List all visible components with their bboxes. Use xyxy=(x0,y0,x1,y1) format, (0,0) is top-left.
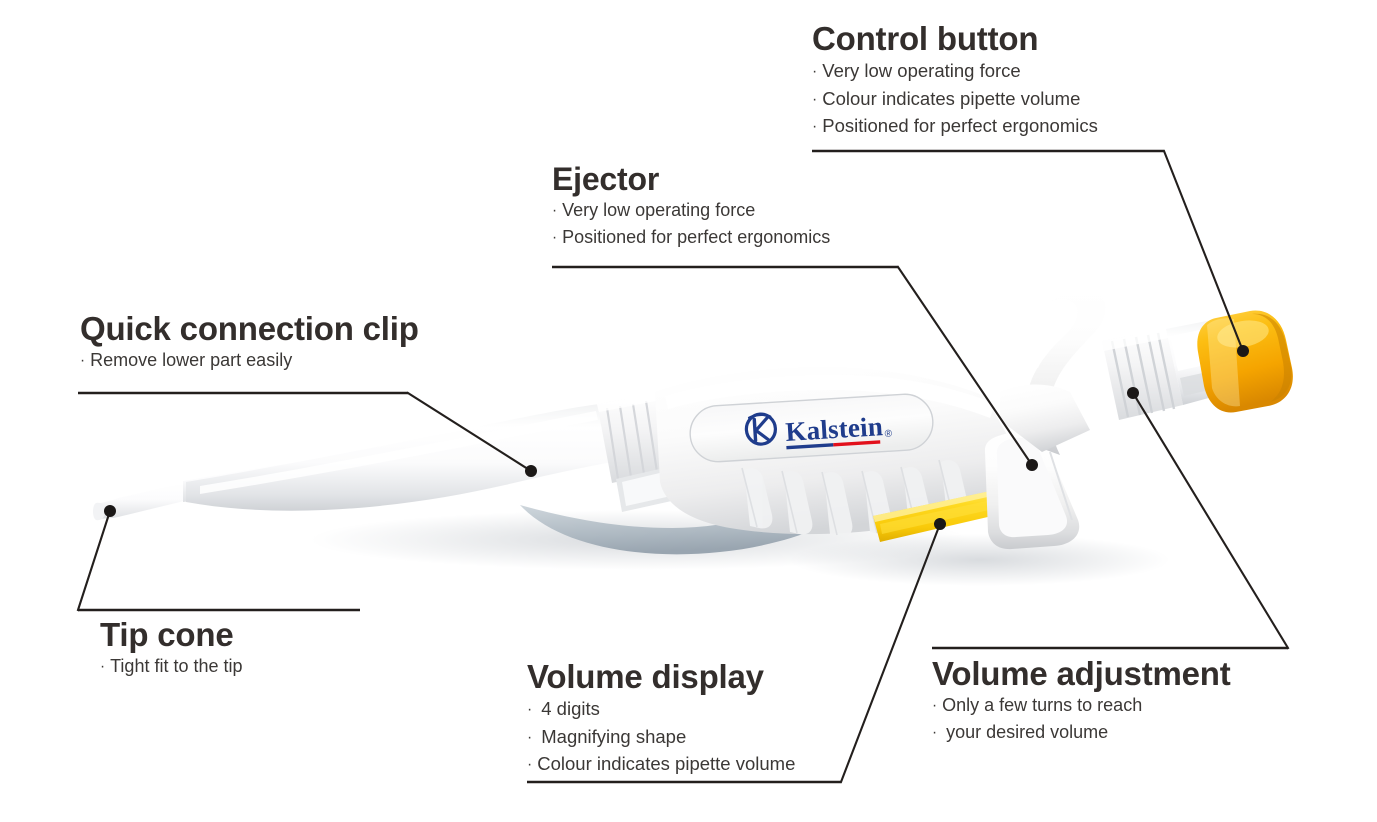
bullet-item: ·Colour indicates pipette volume xyxy=(527,750,795,778)
bullet-item: ·Only a few turns to reach xyxy=(932,692,1231,719)
bullet-text: Very low operating force xyxy=(562,199,756,220)
callout-heading-volume-adjustment: Volume adjustment xyxy=(932,655,1231,692)
callout-ejector: Ejector ·Very low operating force ·Posit… xyxy=(552,161,830,252)
bullet-text: your desired volume xyxy=(946,722,1109,743)
bullet-text: Positioned for perfect ergonomics xyxy=(822,115,1098,137)
callout-heading-ejector: Ejector xyxy=(552,161,660,197)
callout-heading-tip-cone: Tip cone xyxy=(100,616,234,653)
callout-heading-control-button: Control button xyxy=(812,20,1039,57)
bullet-glyph: · xyxy=(80,351,86,369)
callout-heading-volume-display: Volume display xyxy=(527,658,764,695)
bullet-text: Colour indicates pipette volume xyxy=(537,753,796,775)
bullet-item: · 4 digits xyxy=(527,695,795,723)
bullet-text: Tight fit to the tip xyxy=(110,655,243,676)
bullet-item: ·Tight fit to the tip xyxy=(100,653,243,680)
bullet-glyph: · xyxy=(527,700,533,718)
bullet-item: ·Positioned for perfect ergonomics xyxy=(812,112,1098,140)
callout-bullets-tip-cone: ·Tight fit to the tip xyxy=(100,653,243,680)
bullet-item: ·Very low operating force xyxy=(552,197,830,224)
callout-quick-connection-clip: Quick connection clip ·Remove lower part… xyxy=(80,310,419,374)
callout-bullets-volume-display: ·4 digits ·Magnifying shape ·Colour indi… xyxy=(527,695,795,778)
bullet-text: Only a few turns to reach xyxy=(942,694,1143,715)
svg-text:Kalstein: Kalstein xyxy=(785,411,884,447)
callout-tip-cone: Tip cone ·Tight fit to the tip xyxy=(100,616,243,680)
bullet-item: · your desired volume xyxy=(932,719,1231,746)
callout-volume-adjustment: Volume adjustment ·Only a few turns to r… xyxy=(932,655,1231,747)
callout-control-button: Control button ·Very low operating force… xyxy=(812,20,1098,140)
bullet-glyph: · xyxy=(932,696,938,714)
bullet-item: ·Positioned for perfect ergonomics xyxy=(552,224,830,251)
bullet-glyph: · xyxy=(932,724,938,742)
bullet-glyph: · xyxy=(812,62,818,80)
bullet-text: Positioned for perfect ergonomics xyxy=(562,227,831,248)
callout-bullets-control-button: ·Very low operating force ·Colour indica… xyxy=(812,57,1098,140)
callout-heading-quick-connection-clip: Quick connection clip xyxy=(80,310,419,347)
bullet-item: ·Colour indicates pipette volume xyxy=(812,85,1098,113)
bullet-glyph: · xyxy=(527,756,533,774)
callout-bullets-quick-connection-clip: ·Remove lower part easily xyxy=(80,347,419,374)
bullet-glyph: · xyxy=(552,229,558,247)
bullet-item: ·Very low operating force xyxy=(812,57,1098,85)
bullet-item: ·Remove lower part easily xyxy=(80,347,419,374)
bullet-glyph: · xyxy=(100,657,106,675)
bullet-glyph: · xyxy=(552,201,558,219)
svg-text:®: ® xyxy=(884,428,893,439)
callout-bullets-ejector: ·Very low operating force ·Positioned fo… xyxy=(552,197,830,252)
bullet-text: Very low operating force xyxy=(822,59,1021,81)
bullet-glyph: · xyxy=(812,90,818,108)
bullet-item: · Magnifying shape xyxy=(527,723,795,751)
bullet-text: Colour indicates pipette volume xyxy=(822,87,1081,109)
bullet-glyph: · xyxy=(527,728,533,746)
bullet-text: 4 digits xyxy=(541,697,600,719)
callout-volume-display: Volume display · 4 digits · Magnifying sha… xyxy=(527,658,795,778)
bullet-text: Magnifying shape xyxy=(541,725,687,747)
bullet-text: Remove lower part easily xyxy=(90,349,293,370)
bullet-glyph: · xyxy=(812,118,818,136)
callout-bullets-volume-adjustment: ·Only a few turns to reach · your desired… xyxy=(932,692,1231,747)
